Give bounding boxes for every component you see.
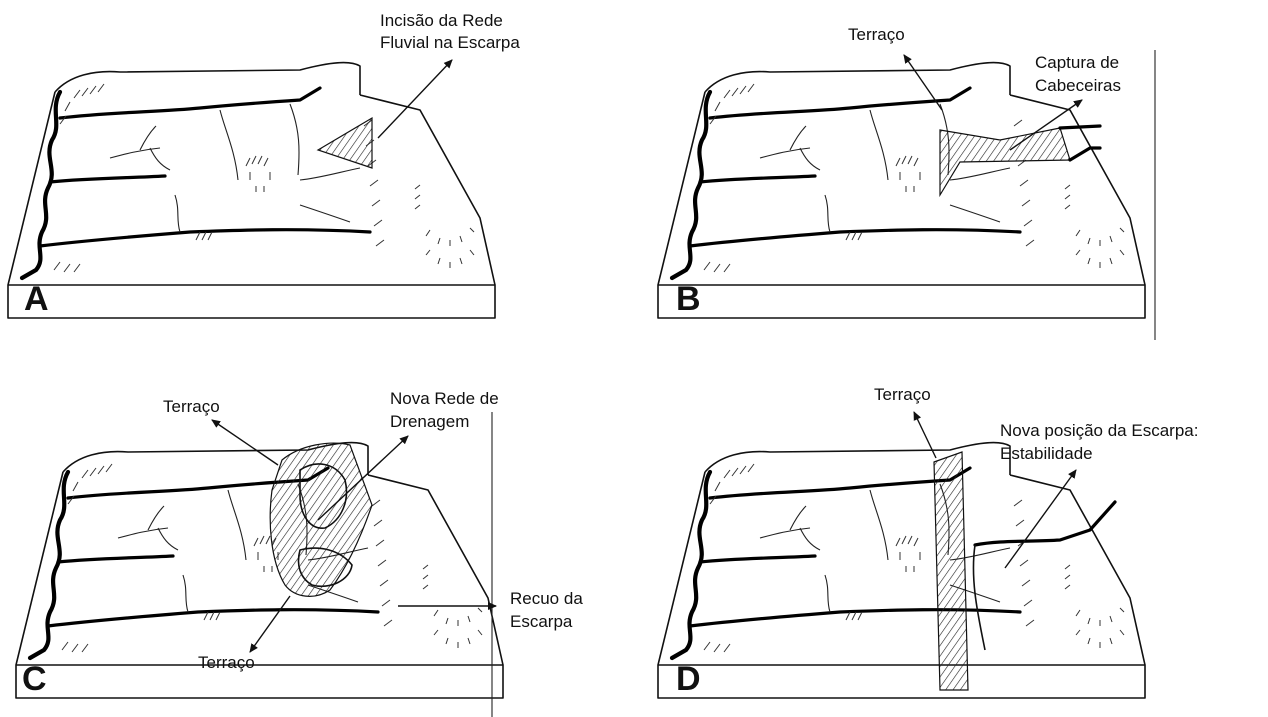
label-terraco: Terraço <box>874 385 931 404</box>
label-incisao-line2: Fluvial na Escarpa <box>380 33 520 52</box>
arrow-terraco-top <box>212 420 278 465</box>
panel-c: C Terraço Nova Rede de Drenagem Recuo da… <box>16 389 583 717</box>
new-escarpment-hatch <box>934 452 968 690</box>
label-recuo-line1: Recuo da <box>510 589 583 608</box>
panel-b: B Terraço Captura de Cabeceiras <box>658 25 1155 340</box>
label-incisao-line1: Incisão da Rede <box>380 11 503 30</box>
arrow-incisao <box>378 60 452 138</box>
panel-letter: C <box>22 660 47 698</box>
label-recuo-line2: Escarpa <box>510 612 573 631</box>
label-nova-rede-line1: Nova Rede de <box>390 389 499 408</box>
panel-a: A Incisão da Rede Fluvial na Escarpa <box>8 11 520 318</box>
panel-d: D Terraço Nova posição da Escarpa: Estab… <box>658 385 1198 698</box>
label-captura-line2: Cabeceiras <box>1035 76 1121 95</box>
panel-letter: A <box>24 280 49 318</box>
label-terraco-bottom: Terraço <box>198 653 255 672</box>
label-nova-posicao-line2: Estabilidade <box>1000 444 1093 463</box>
arrow-nova-posicao <box>1005 470 1076 568</box>
arrow-terraco-bottom <box>250 596 290 652</box>
panel-letter: B <box>676 280 701 318</box>
fluvial-incision-hatch <box>318 118 372 168</box>
label-terraco: Terraço <box>848 25 905 44</box>
headwater-capture-hatch <box>940 128 1070 195</box>
label-terraco-top: Terraço <box>163 397 220 416</box>
label-nova-rede-line2: Drenagem <box>390 412 469 431</box>
label-nova-posicao-line1: Nova posição da Escarpa: <box>1000 421 1198 440</box>
label-captura-line1: Captura de <box>1035 53 1119 72</box>
new-drainage-hatch <box>270 443 372 596</box>
panel-letter: D <box>676 660 701 698</box>
